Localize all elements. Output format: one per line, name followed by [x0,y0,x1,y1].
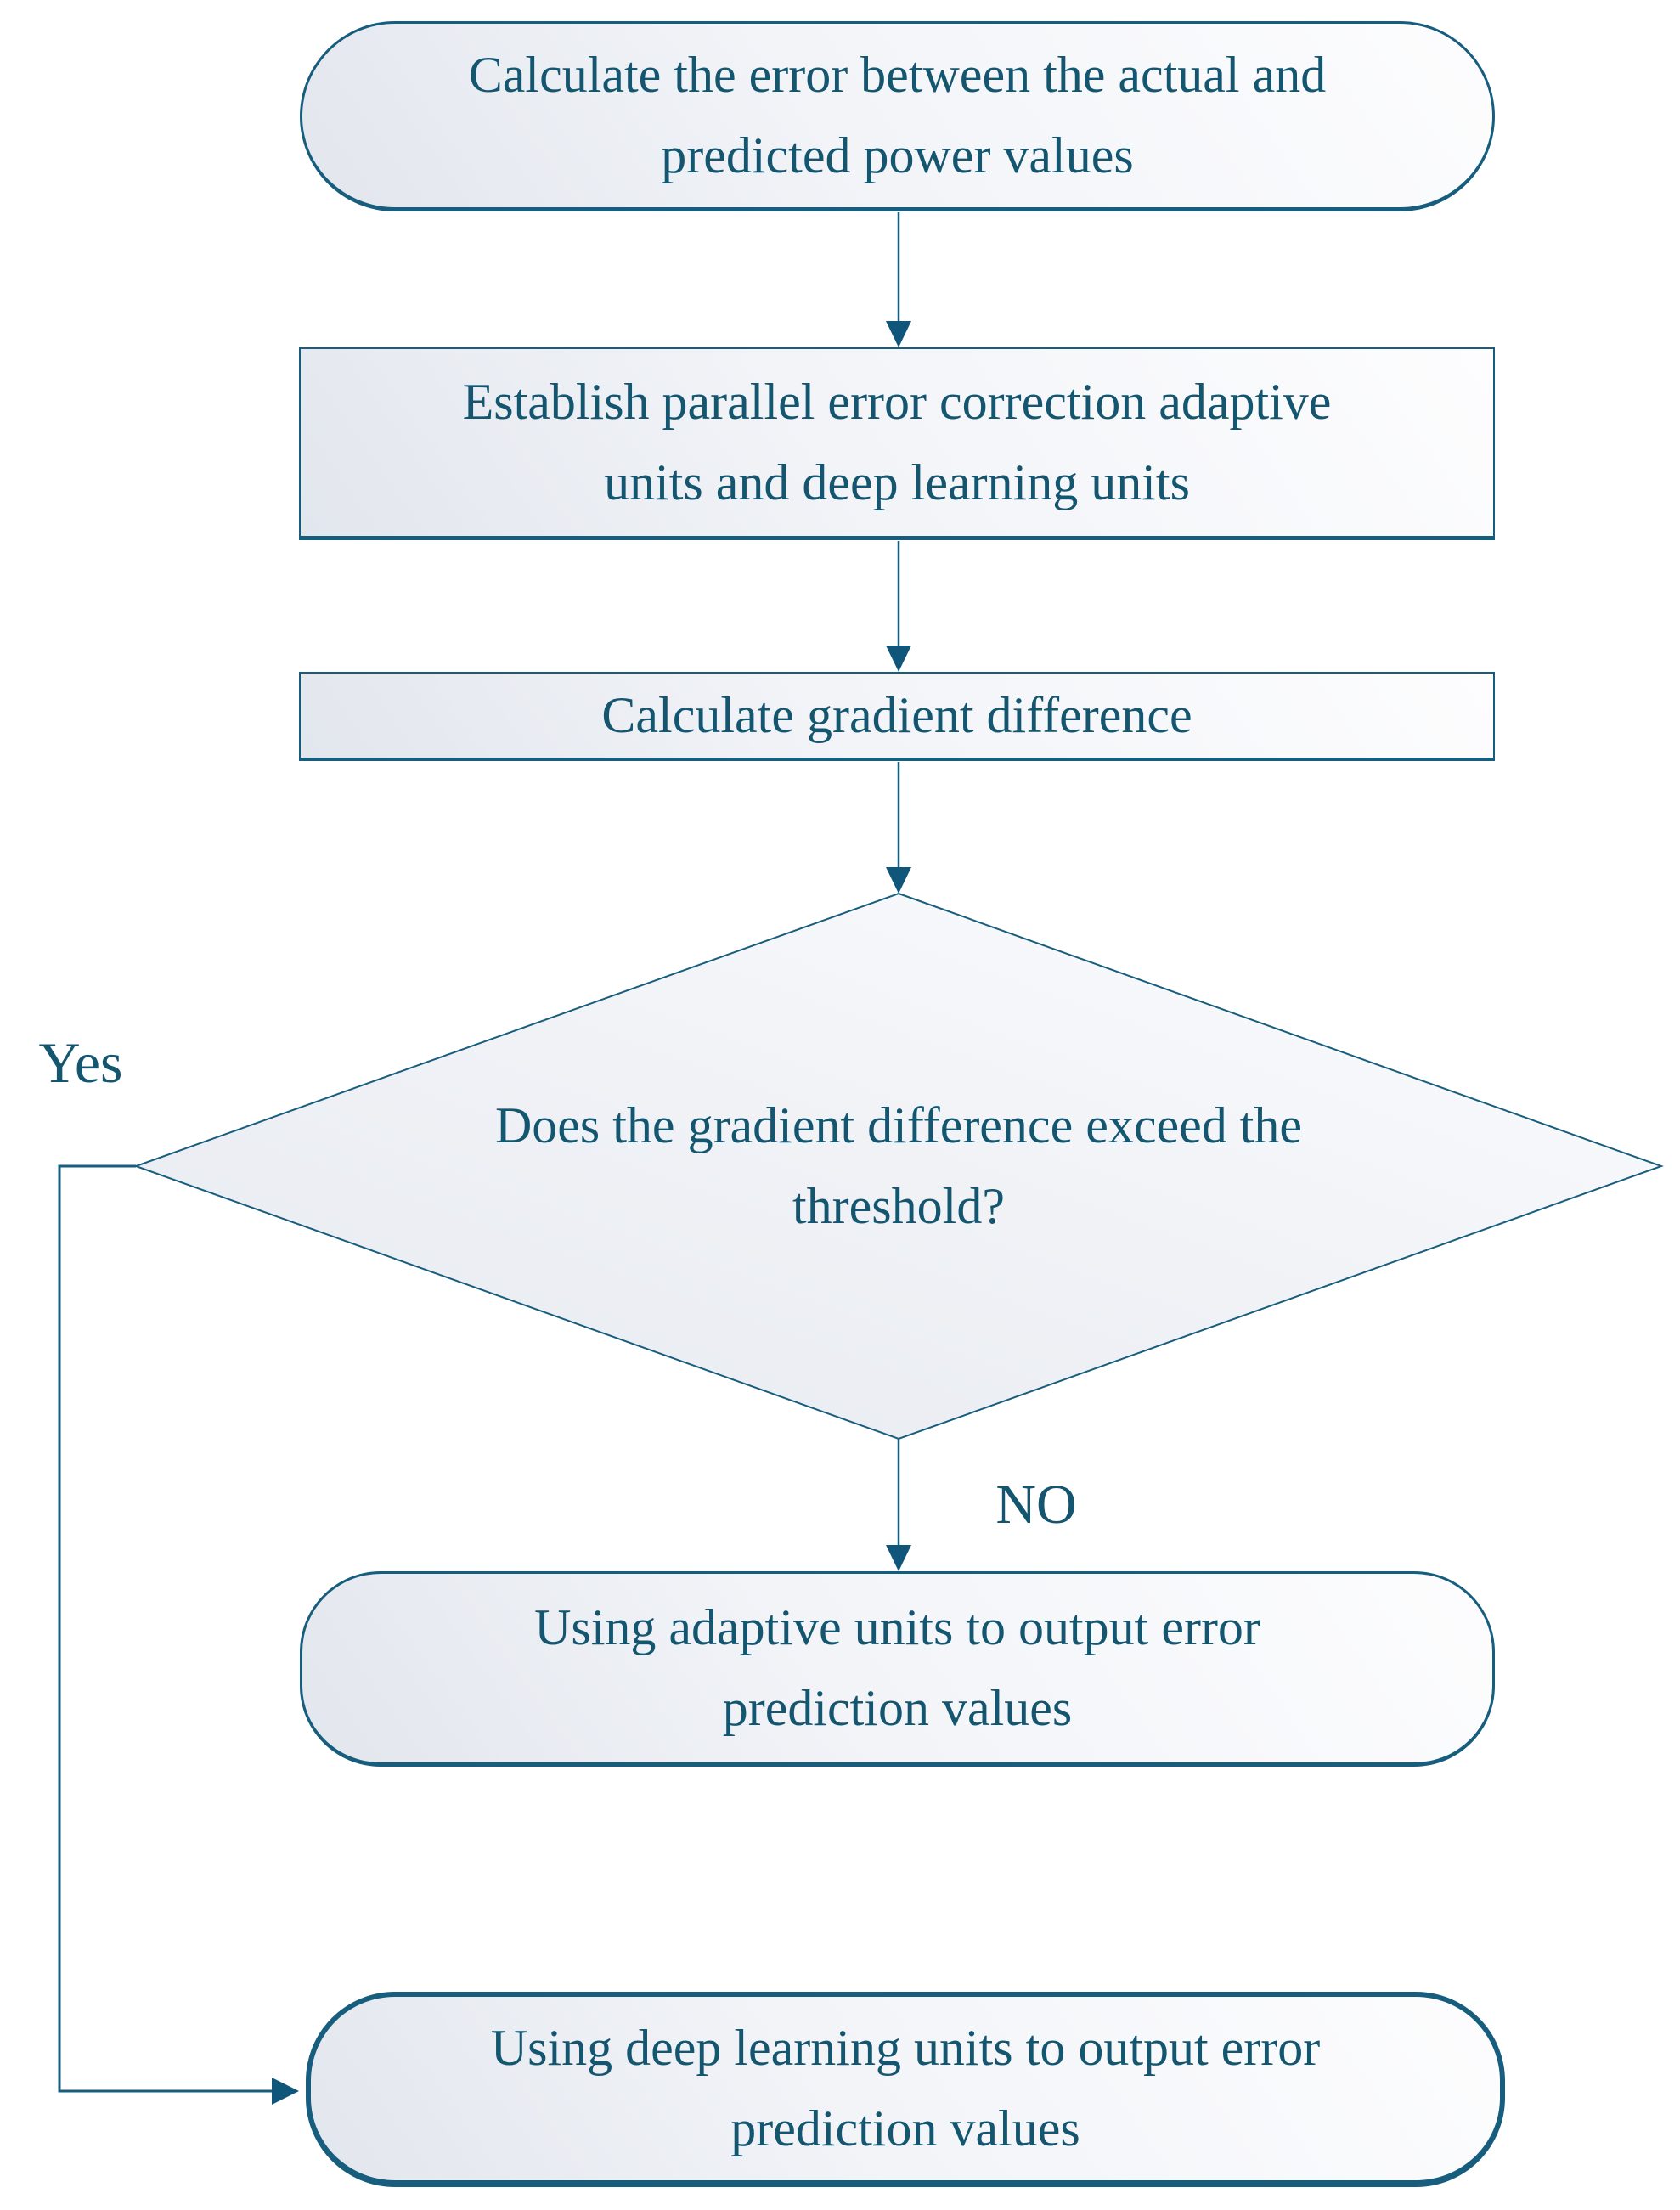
arrowhead-decision [886,867,911,894]
node-calc-gradient: Calculate gradient difference [299,672,1495,761]
arrowhead-establish [886,321,911,347]
node-adaptive-output: Using adaptive units to output error pre… [300,1571,1495,1767]
node-establish-units: Establish parallel error correction adap… [299,347,1495,540]
node-calc-gradient-label: Calculate gradient difference [601,687,1192,744]
node-deep-output-label: Using deep learning units to output erro… [490,2020,1321,2156]
edge-label-no: NO [995,1474,1077,1536]
edge-yes-branch [58,1164,275,2093]
node-threshold-decision-label: Does the gradient difference exceed the … [494,1097,1303,1234]
node-adaptive-output-label: Using adaptive units to output error pre… [534,1599,1260,1736]
arrowhead-adaptive [886,1545,911,1571]
node-establish-units-label: Establish parallel error correction adap… [462,374,1332,510]
arrowhead-gradient [886,646,911,672]
node-deep-output: Using deep learning units to output erro… [306,1992,1505,2187]
arrowhead-deep [272,2078,299,2105]
edge-label-yes: Yes [38,1030,123,1095]
node-calc-error: Calculate the error between the actual a… [300,21,1495,211]
node-calc-error-label: Calculate the error between the actual a… [468,47,1327,183]
node-threshold-decision: Does the gradient difference exceed the … [263,936,1534,1396]
